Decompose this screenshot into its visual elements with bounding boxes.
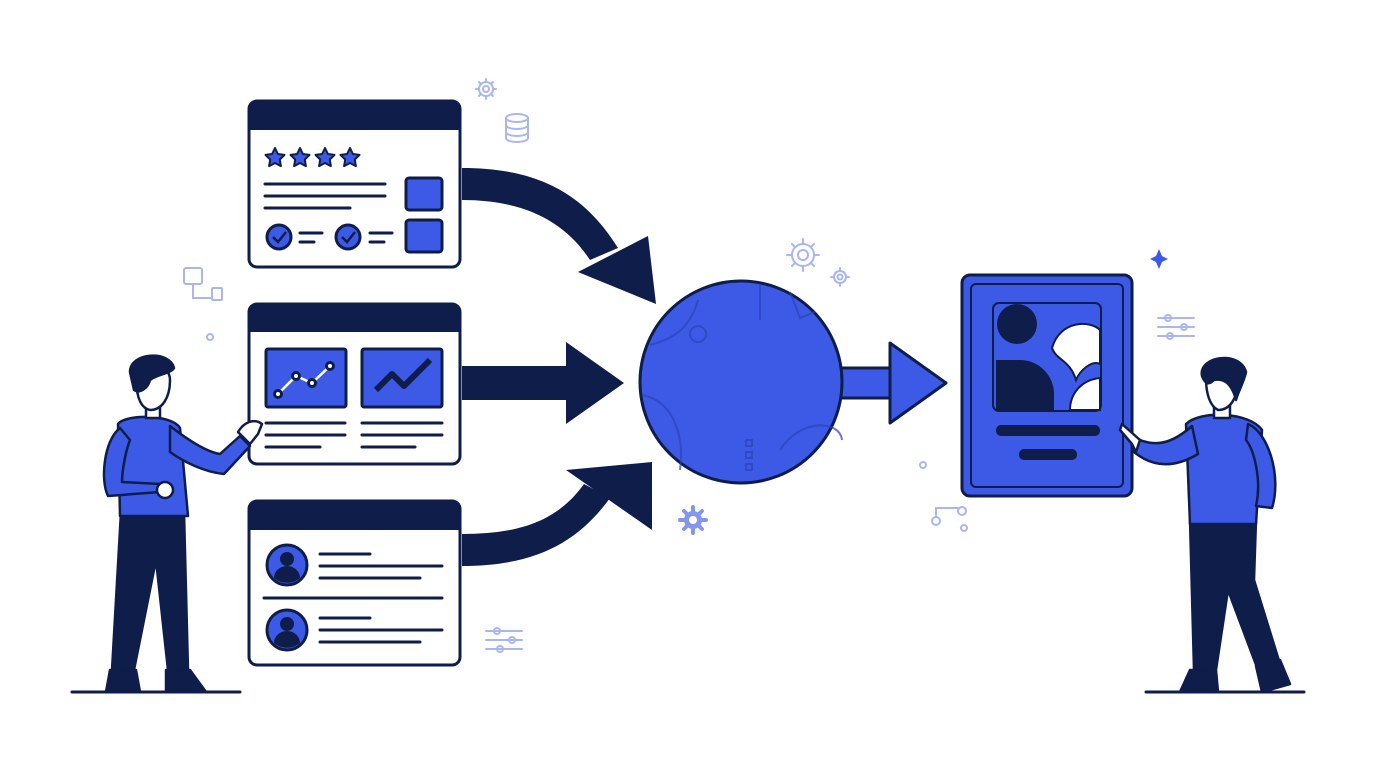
square-icon [404, 218, 444, 254]
analytics-card [247, 302, 462, 466]
star-icon [264, 147, 286, 168]
workflow-icon [183, 267, 223, 341]
star-half-icon [339, 147, 361, 168]
arrow-middle [462, 342, 624, 424]
trend-chart-icon [360, 347, 444, 409]
gear-icon [678, 505, 708, 535]
gear-icon [475, 78, 497, 100]
profiles-card [247, 499, 462, 667]
sliders-icon [1157, 314, 1195, 340]
arrow-top [462, 168, 656, 304]
output-card [960, 273, 1134, 498]
sparkle-icon [1150, 249, 1168, 269]
workflow-icon [919, 461, 968, 532]
person-pointing-right [1118, 356, 1292, 694]
arrow-bottom [462, 462, 652, 566]
arrow-output [834, 341, 948, 425]
reviews-card [247, 99, 462, 269]
abstract-shapes-icon [992, 302, 1102, 412]
line-chart-icon [264, 347, 348, 409]
gear-icon [830, 267, 850, 287]
sliders-icon [485, 627, 523, 653]
square-icon [404, 176, 444, 212]
star-icon [289, 147, 311, 168]
person-presenting-left [102, 354, 264, 694]
check-circle-icon [265, 223, 293, 251]
user-avatar-icon [265, 608, 309, 652]
user-avatar-icon [265, 543, 309, 587]
star-icon [314, 147, 336, 168]
star-rating [264, 147, 361, 168]
check-circle-icon [334, 223, 362, 251]
gear-icon [786, 238, 820, 272]
database-icon [505, 113, 529, 143]
processing-hub [638, 279, 844, 485]
